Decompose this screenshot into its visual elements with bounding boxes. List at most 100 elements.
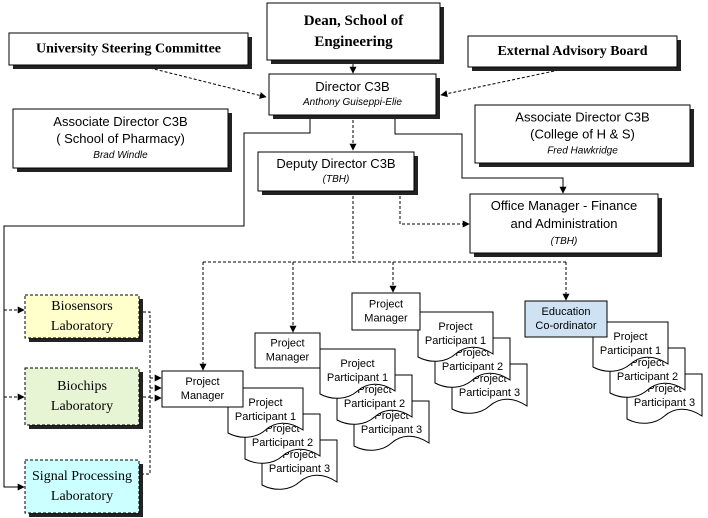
external-to-director	[440, 69, 560, 98]
external-board-box-line: External Advisory Board	[497, 44, 647, 59]
office-manager-box-frame	[469, 193, 659, 254]
director-box-line: Director C3B	[315, 79, 389, 94]
participant-doc-1-line: Project	[340, 358, 374, 370]
assoc-director-hs-box-frame	[474, 104, 691, 164]
participant-doc-1-line: Participant 1	[327, 372, 388, 384]
participant-doc-2-line: Project	[630, 357, 664, 369]
assoc-director-hs-box-line: Fred Hawkridge	[547, 146, 618, 157]
biosensors-lab-box-line: Laboratory	[51, 319, 113, 334]
participant-doc-3-line: Participant 3	[634, 397, 695, 409]
biochips-lab-box-line: Laboratory	[51, 399, 113, 414]
steering-committee-box-line: University Steering Committee	[36, 42, 221, 57]
participant-doc-2-line: Participant 2	[344, 398, 405, 410]
biochips-lab-box-line: Biochips	[57, 379, 107, 394]
participant-doc-2-line: Participant 2	[442, 361, 503, 373]
deputy-director-box-line: Deputy Director C3B	[276, 156, 395, 171]
signal-processing-lab-box-line: Laboratory	[51, 489, 113, 504]
steering-committee-box[interactable]: University Steering Committee	[8, 32, 252, 69]
deputy-director-box-frame	[257, 151, 415, 192]
project-manager-box-line: Project	[270, 338, 304, 350]
participant-doc-1-line: Participant 1	[600, 345, 661, 357]
participant-doc-1-shape	[319, 348, 396, 399]
project-manager-box-frame	[351, 292, 421, 331]
signal-processing-lab-box-line: Signal Processing	[32, 469, 132, 484]
external-board-box-frame	[467, 35, 678, 68]
office-manager-box[interactable]: Office Manager - Finance and Administrati…	[469, 193, 662, 257]
deputy-director-box-line: (TBH)	[323, 174, 350, 185]
education-coordinator-box-line: Education	[542, 306, 591, 318]
participant-doc-2-line: Project	[357, 384, 391, 396]
biosensors-lab-box-line: Biosensors	[51, 299, 112, 314]
biosensors-lab-box-frame	[24, 294, 140, 339]
assoc-director-hs-box[interactable]: Associate Director C3B (College of H & S)…	[474, 104, 694, 167]
director-box[interactable]: Director C3B Anthony Guiseppi-Elie	[268, 73, 440, 119]
participant-doc-1-line: Participant 1	[425, 335, 486, 347]
participant-doc-1-line: Participant 1	[235, 411, 296, 423]
project-manager-box-line: Project	[369, 299, 403, 311]
participant-doc-3-line: Project	[374, 410, 408, 422]
participant-doc-3-line: Project	[647, 383, 681, 395]
education-coordinator-box-line: Co-ordinator	[535, 320, 596, 332]
assoc-director-hs-box-line: (College of H & S)	[530, 127, 635, 142]
project-manager-box-line: Manager	[364, 313, 408, 325]
signal-processing-lab-box-frame	[24, 459, 140, 514]
office-manager-box-line: (TBH)	[551, 236, 578, 247]
director-box-frame	[268, 73, 437, 116]
participant-doc-1-line: Project	[248, 397, 282, 409]
participant-doc-2-line: Participant 2	[617, 371, 678, 383]
project-manager-box-frame	[254, 332, 321, 369]
participant-doc-3-line: Project	[282, 449, 316, 461]
office-manager-box-line: and Administration	[511, 216, 618, 231]
participant-doc-2-line: Project	[265, 423, 299, 435]
participant-doc-1-line: Project	[438, 321, 472, 333]
steering-to-director	[149, 67, 267, 99]
participant-doc-1-line: Project	[613, 331, 647, 343]
connectors	[3, 60, 570, 491]
participant-doc-2-line: Project	[455, 347, 489, 359]
office-manager-box-line: Office Manager - Finance	[491, 198, 637, 213]
project-manager-box-line: Manager	[266, 352, 310, 364]
dean-box-frame	[266, 2, 441, 61]
dean-box[interactable]: Dean, School of Engineering	[266, 2, 444, 64]
director-to-office	[394, 115, 567, 194]
participant-doc-3-line: Participant 3	[361, 424, 422, 436]
project-manager-box-line: Manager	[181, 390, 225, 402]
assoc-director-pharmacy-box-frame	[12, 108, 229, 169]
assoc-director-pharmacy-box[interactable]: Associate Director C3B( School of Pharma…	[12, 108, 232, 172]
dean-box-line: Dean, School of	[304, 13, 405, 29]
assoc-director-hs-box-line: Associate Director C3B	[515, 110, 649, 125]
biochips-lab-box-frame	[24, 367, 140, 426]
external-board-box[interactable]: External Advisory Board	[467, 35, 681, 71]
project-manager-box-line: Project	[185, 376, 219, 388]
dean-box-line: Engineering	[314, 34, 393, 50]
assoc-director-pharmacy-box-line: Brad Windle	[93, 150, 148, 161]
assoc-director-pharmacy-box-line: Associate Director C3B	[53, 114, 187, 129]
deputy-director-box[interactable]: Deputy Director C3B (TBH)	[257, 151, 418, 195]
participant-doc-3-line: Participant 3	[459, 387, 520, 399]
participant-doc-2-line: Participant 2	[252, 437, 313, 449]
project-manager-box-frame	[161, 370, 244, 408]
deputy-to-office	[399, 191, 470, 228]
director-to-labs	[3, 115, 311, 491]
participant-doc-3-line: Participant 3	[269, 463, 330, 475]
participant-doc-1-shape	[227, 387, 304, 438]
labs-bus	[143, 311, 151, 475]
director-box-line: Anthony Guiseppi-Elie	[302, 97, 402, 108]
participant-doc-1-shape	[417, 311, 494, 362]
steering-committee-box-frame	[8, 32, 249, 66]
education-coordinator-box-frame	[524, 300, 608, 338]
participant-doc-3-line: Project	[472, 373, 506, 385]
